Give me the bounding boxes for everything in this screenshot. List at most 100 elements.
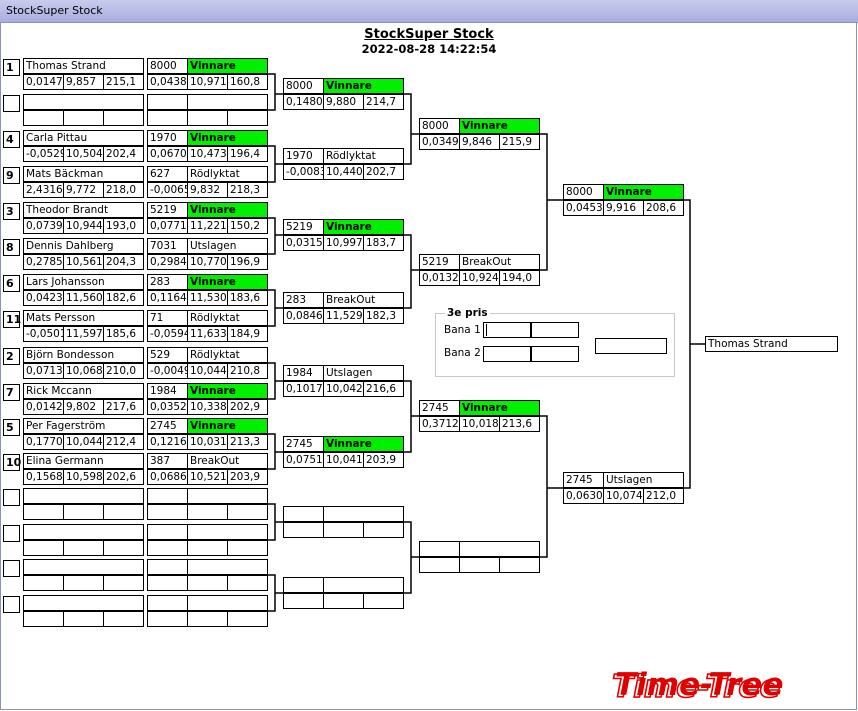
- car-id: [147, 595, 188, 611]
- reaction-time: 0,0739: [23, 218, 64, 234]
- reaction-time: 0,0142: [23, 399, 64, 415]
- speed: 210,0: [103, 363, 144, 379]
- round5-car-id: 8000: [563, 184, 604, 200]
- speed: [227, 110, 268, 126]
- racer-name: Theodor Brandt: [23, 202, 144, 218]
- seed-box[interactable]: 1: [3, 59, 20, 76]
- round3-speed: 182,3: [363, 308, 404, 324]
- seed-box[interactable]: [3, 560, 20, 577]
- car-id: [147, 524, 188, 540]
- result: [187, 524, 268, 540]
- result: [187, 595, 268, 611]
- racer-name: Carla Pittau: [23, 130, 144, 146]
- car-id: 387: [147, 453, 188, 469]
- bronze-lane1-label: Bana 1: [444, 324, 481, 336]
- reaction-time: 0,0423: [23, 290, 64, 306]
- round4-reaction-time: 0,3712: [419, 416, 460, 432]
- bracket-connector: [268, 574, 276, 612]
- elapsed-time: [63, 110, 104, 126]
- round3-car-id: 1970: [283, 148, 324, 164]
- window-titlebar[interactable]: StockSuper Stock: [0, 0, 858, 23]
- round3-reaction-time: [283, 522, 324, 538]
- seed-box[interactable]: 7: [3, 384, 20, 401]
- result: Rödlyktat: [187, 310, 268, 326]
- seed-box[interactable]: 11: [3, 311, 21, 328]
- round3-reaction-time: 0,0846: [283, 308, 324, 324]
- elapsed-time: [63, 611, 104, 627]
- round3-result: Vinnare: [323, 436, 404, 452]
- round4-reaction-time: [419, 557, 460, 573]
- elapsed-time: [63, 540, 104, 556]
- bracket-connector: [268, 289, 276, 327]
- reaction-time: [147, 575, 188, 591]
- round3-result: Utslagen: [323, 365, 404, 381]
- elapsed-time: 9,772: [63, 182, 104, 198]
- round3-elapsed-time: 10,997: [323, 235, 364, 251]
- bracket-connector: [404, 234, 412, 309]
- bronze-lane2-label: Bana 2: [444, 347, 481, 359]
- racer-name: Lars Johansson: [23, 274, 144, 290]
- round3-elapsed-time: [323, 593, 364, 609]
- racer-name: Mats Persson: [23, 310, 144, 326]
- seed-box[interactable]: 2: [3, 348, 20, 365]
- reaction-time: [23, 504, 64, 520]
- seed-box[interactable]: 5: [3, 419, 20, 436]
- bracket-connector: [268, 503, 276, 541]
- seed-box[interactable]: [3, 525, 20, 542]
- elapsed-time: 10,971: [187, 74, 228, 90]
- elapsed-time: 9,832: [187, 182, 228, 198]
- seed-box[interactable]: 6: [3, 275, 20, 292]
- seed-box[interactable]: 4: [3, 131, 20, 148]
- speed: [103, 611, 144, 627]
- speed: 185,6: [103, 326, 144, 342]
- speed: 218,0: [103, 182, 144, 198]
- speed: 193,0: [103, 218, 144, 234]
- speed: 203,9: [227, 469, 268, 485]
- reaction-time: -0,0065: [147, 182, 188, 198]
- window-frame: [0, 22, 857, 710]
- reaction-time: [147, 611, 188, 627]
- round4-reaction-time: 0,0349: [419, 134, 460, 150]
- speed: 183,6: [227, 290, 268, 306]
- round4-car-id: [419, 541, 460, 557]
- round4-reaction-time: 0,0132: [419, 270, 460, 286]
- elapsed-time: 10,598: [63, 469, 104, 485]
- round4-car-id: 8000: [419, 118, 460, 134]
- speed: [227, 611, 268, 627]
- seed-box[interactable]: 9: [3, 167, 20, 184]
- seed-box[interactable]: [3, 95, 20, 112]
- result: Vinnare: [187, 58, 268, 74]
- round3-result: [323, 506, 404, 522]
- speed: 196,4: [227, 146, 268, 162]
- speed: 215,1: [103, 74, 144, 90]
- round3-reaction-time: 0,0751: [283, 452, 324, 468]
- bracket-connector: [540, 415, 548, 558]
- car-id: 1970: [147, 130, 188, 146]
- seed-box[interactable]: [3, 596, 20, 613]
- car-id: [147, 94, 188, 110]
- round3-reaction-time: [283, 593, 324, 609]
- round4-car-id: 5219: [419, 254, 460, 270]
- bracket-connector: [540, 133, 548, 271]
- reaction-time: 0,1770: [23, 434, 64, 450]
- round3-result: [323, 577, 404, 593]
- round4-speed: 215,9: [499, 134, 540, 150]
- bracket-connector: [268, 362, 276, 400]
- result: Rödlyktat: [187, 166, 268, 182]
- result: BreakOut: [187, 453, 268, 469]
- bronze-lane1-input[interactable]: [483, 322, 531, 338]
- round4-elapsed-time: 10,924: [459, 270, 500, 286]
- speed: [103, 540, 144, 556]
- round3-speed: [363, 522, 404, 538]
- reaction-time: [147, 504, 188, 520]
- seed-box[interactable]: 3: [3, 203, 20, 220]
- bronze-lane2-input[interactable]: [483, 346, 531, 362]
- round3-car-id: [283, 506, 324, 522]
- seed-box[interactable]: [3, 489, 20, 506]
- round3-reaction-time: -0,0083: [283, 164, 324, 180]
- round3-speed: 202,7: [363, 164, 404, 180]
- seed-box[interactable]: 10: [3, 454, 21, 471]
- elapsed-time: 10,044: [63, 434, 104, 450]
- round5-elapsed-time: 9,916: [603, 200, 644, 216]
- seed-box[interactable]: 8: [3, 239, 20, 256]
